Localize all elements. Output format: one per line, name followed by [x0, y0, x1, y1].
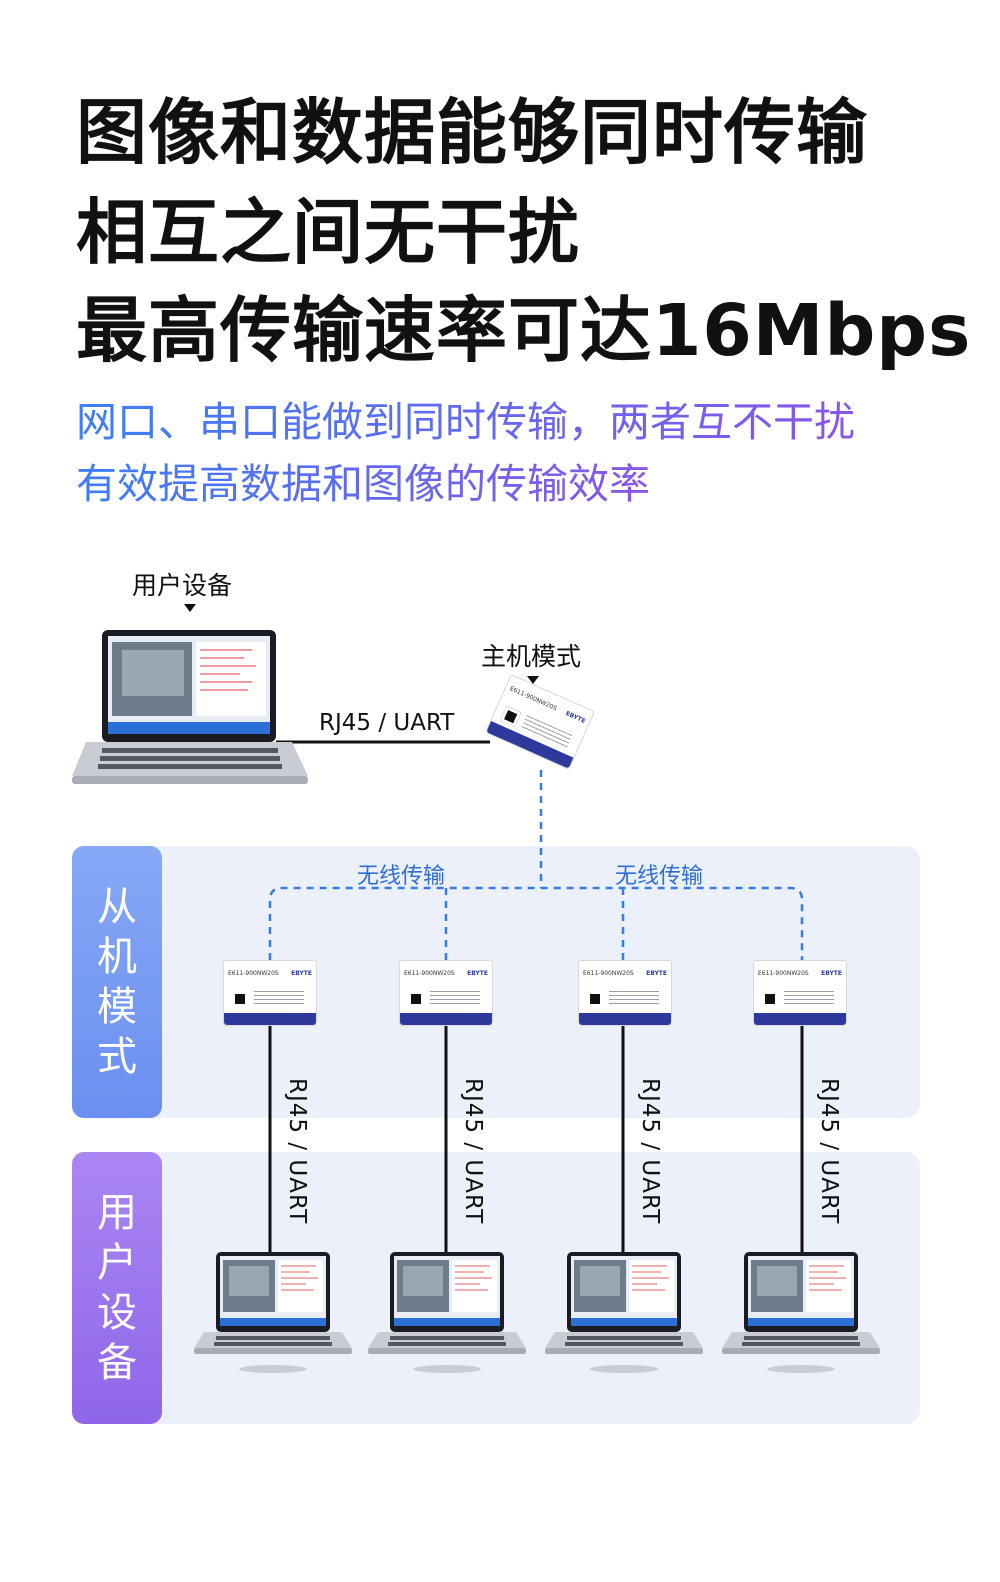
slave-module-model: E611-900NW20S [228, 970, 279, 977]
user-laptop-2 [367, 1251, 527, 1374]
slave-module-model: E611-900NW20S [583, 970, 634, 977]
subhead-line-2: 有效提高数据和图像的传输效率 [76, 454, 650, 514]
vertical-link-label-1: RJ45 / UART [284, 1078, 310, 1225]
slave-mode-tab-label: 从机模式 [97, 884, 137, 1080]
slave-module-brand: EBYTE [821, 970, 842, 977]
user-laptop-4 [721, 1251, 881, 1374]
top-user-device-label: 用户设备 [132, 571, 233, 600]
top-device-arrow-icon [184, 604, 196, 612]
host-mode-arrow-icon [527, 676, 539, 684]
slave-module-brand: EBYTE [646, 970, 667, 977]
host-link-label: RJ45 / UART [319, 710, 455, 736]
headline-line-2: 相互之间无干扰 [76, 191, 581, 274]
subhead-line-1: 网口、串口能做到同时传输，两者互不干扰 [76, 392, 855, 452]
headline-line-3: 最高传输速率可达16Mbps [76, 289, 972, 372]
slave-module-2: E611-900NW20S EBYTE [399, 960, 493, 1026]
slave-mode-tab: 从机模式 [72, 846, 162, 1118]
wireless-label-left: 无线传输 [357, 864, 446, 889]
user-laptop-3 [544, 1251, 704, 1374]
wireless-links [268, 770, 804, 960]
vertical-link-label-4: RJ45 / UART [816, 1078, 842, 1225]
vertical-link-label-3: RJ45 / UART [637, 1078, 663, 1225]
slave-module-3: E611-900NW20S EBYTE [578, 960, 672, 1026]
user-laptop-1 [193, 1251, 353, 1374]
top-laptop-image [72, 630, 308, 784]
slave-module-1: E611-900NW20S EBYTE [223, 960, 317, 1026]
slave-module-4: E611-900NW20S EBYTE [753, 960, 847, 1026]
host-mode-label: 主机模式 [481, 642, 582, 671]
vertical-link-label-2: RJ45 / UART [460, 1078, 486, 1225]
vertical-cables [268, 1024, 804, 1255]
slave-module-brand: EBYTE [467, 970, 488, 977]
wireless-label-right: 无线传输 [615, 864, 704, 889]
user-device-tab-label: 用户设备 [97, 1190, 137, 1386]
wireless-bus [268, 886, 804, 960]
headline-line-1: 图像和数据能够同时传输 [76, 91, 869, 174]
user-device-tab: 用户设备 [72, 1152, 162, 1424]
slave-module-model: E611-900NW20S [758, 970, 809, 977]
slave-module-model: E611-900NW20S [404, 970, 455, 977]
slave-module-brand: EBYTE [291, 970, 312, 977]
